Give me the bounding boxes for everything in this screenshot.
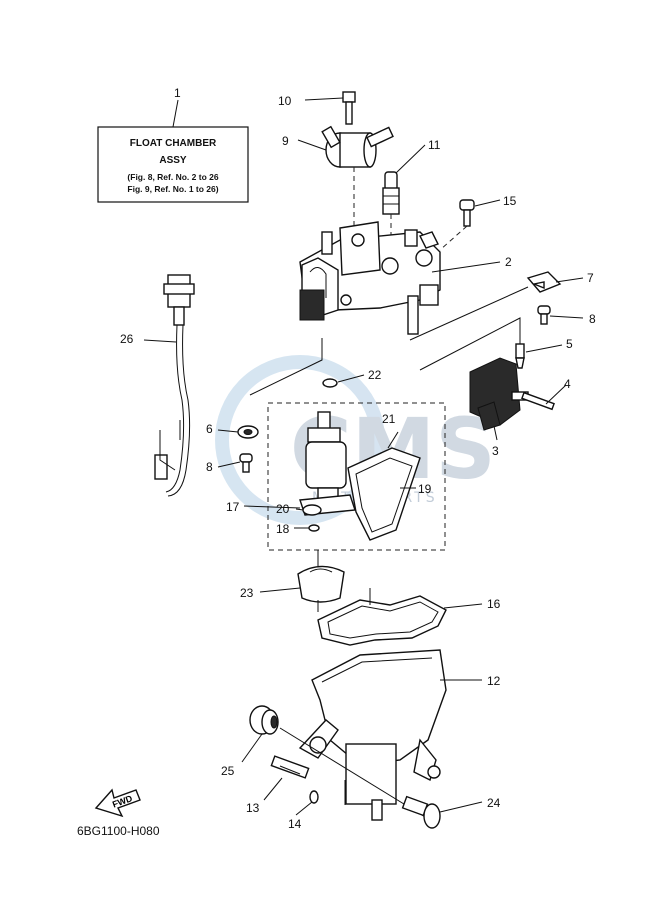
callout-15: 15 (503, 194, 517, 208)
float-bowl-12 (298, 649, 447, 821)
leader-15 (474, 199, 501, 207)
leader-22 (337, 374, 365, 383)
fitting-11 (382, 171, 400, 255)
leader-26 (143, 339, 177, 343)
callout-17: 17 (226, 500, 240, 514)
oring-18 (308, 524, 320, 532)
callout-1: 1 (174, 86, 181, 100)
oring-22 (322, 378, 338, 388)
diagram-code: 6BG1100-H080 (77, 824, 160, 838)
callout-9: 9 (282, 134, 289, 148)
valve-9 (321, 125, 394, 230)
leader-11 (395, 144, 426, 174)
leader-10 (304, 97, 344, 101)
float-3 (469, 357, 529, 431)
leader-1 (172, 99, 179, 128)
pin-4 (521, 391, 555, 411)
callout-12: 12 (487, 674, 501, 688)
drain-screw-24 (401, 795, 441, 829)
clip-7 (526, 271, 562, 293)
callout-3: 3 (492, 444, 499, 458)
leader-5 (525, 344, 563, 353)
leader-7 (555, 277, 584, 283)
bolt-10 (342, 91, 356, 125)
title-line-4: Fig. 9, Ref. No. 1 to 26) (127, 184, 218, 194)
callout-16: 16 (487, 597, 501, 611)
fuel-pump (299, 411, 356, 516)
leader-body-harness (249, 338, 323, 396)
leader-25 (241, 733, 263, 763)
callout-18: 18 (276, 522, 290, 536)
leader-8-lower (217, 461, 241, 468)
fwd-arrow-icon: FWD (94, 788, 141, 818)
leader-23 (259, 587, 301, 593)
title-line-3: (Fig. 8, Ref. No. 2 to 26 (127, 172, 218, 182)
leader-6 (217, 429, 239, 433)
leader-4 (545, 384, 567, 405)
callout-19: 19 (418, 482, 432, 496)
title-line-2: ASSY (159, 155, 187, 166)
callout-14: 14 (288, 817, 302, 831)
carburetor-body-2 (299, 221, 441, 335)
callout-6: 6 (206, 422, 213, 436)
callout-24: 24 (487, 796, 501, 810)
leader-2 (431, 261, 501, 273)
callout-10: 10 (278, 94, 292, 108)
callout-21: 21 (382, 412, 396, 426)
screw-15 (439, 199, 475, 251)
callout-7: 7 (587, 271, 594, 285)
needle-5 (515, 343, 525, 369)
callout-5: 5 (566, 337, 573, 351)
leader-body-clip (409, 286, 529, 341)
callout-23: 23 (240, 586, 254, 600)
leader-8-upper (549, 315, 584, 319)
harness-26 (154, 274, 195, 497)
fwd-label: FWD (111, 793, 134, 810)
callout-13: 13 (246, 801, 260, 815)
filter-19 (347, 447, 421, 541)
callout-8-upper: 8 (589, 312, 596, 326)
title-line-1: FLOAT CHAMBER (130, 138, 217, 149)
leader-24 (439, 801, 483, 813)
callout-4: 4 (564, 377, 571, 391)
clamp-20 (302, 504, 322, 516)
leader-3 (493, 425, 498, 441)
screw-8-lower (239, 453, 253, 473)
callout-26: 26 (120, 332, 134, 346)
leader-21 (387, 431, 399, 449)
leader-body-clip2 (419, 317, 521, 371)
washer-6 (237, 425, 259, 439)
plug-25 (249, 705, 279, 735)
leader-16 (443, 603, 483, 609)
callout-22: 22 (368, 368, 382, 382)
leader-17 (243, 505, 301, 509)
callout-8-lower: 8 (206, 460, 213, 474)
callout-25: 25 (221, 764, 235, 778)
leader-13 (263, 777, 283, 801)
leader-14 (295, 801, 313, 816)
leader-20 (295, 508, 304, 511)
float-chamber-title-box: FLOAT CHAMBER ASSY (Fig. 8, Ref. No. 2 t… (97, 126, 249, 203)
holder-23 (297, 565, 345, 612)
screw-8-upper (537, 305, 551, 325)
oring-14 (309, 790, 319, 804)
screw-13 (270, 755, 310, 779)
leader-26-lower (159, 430, 176, 471)
gasket-16 (317, 595, 447, 646)
leader-9 (297, 139, 327, 151)
callout-20: 20 (276, 502, 290, 516)
callout-2: 2 (505, 255, 512, 269)
callout-11: 11 (428, 138, 441, 152)
